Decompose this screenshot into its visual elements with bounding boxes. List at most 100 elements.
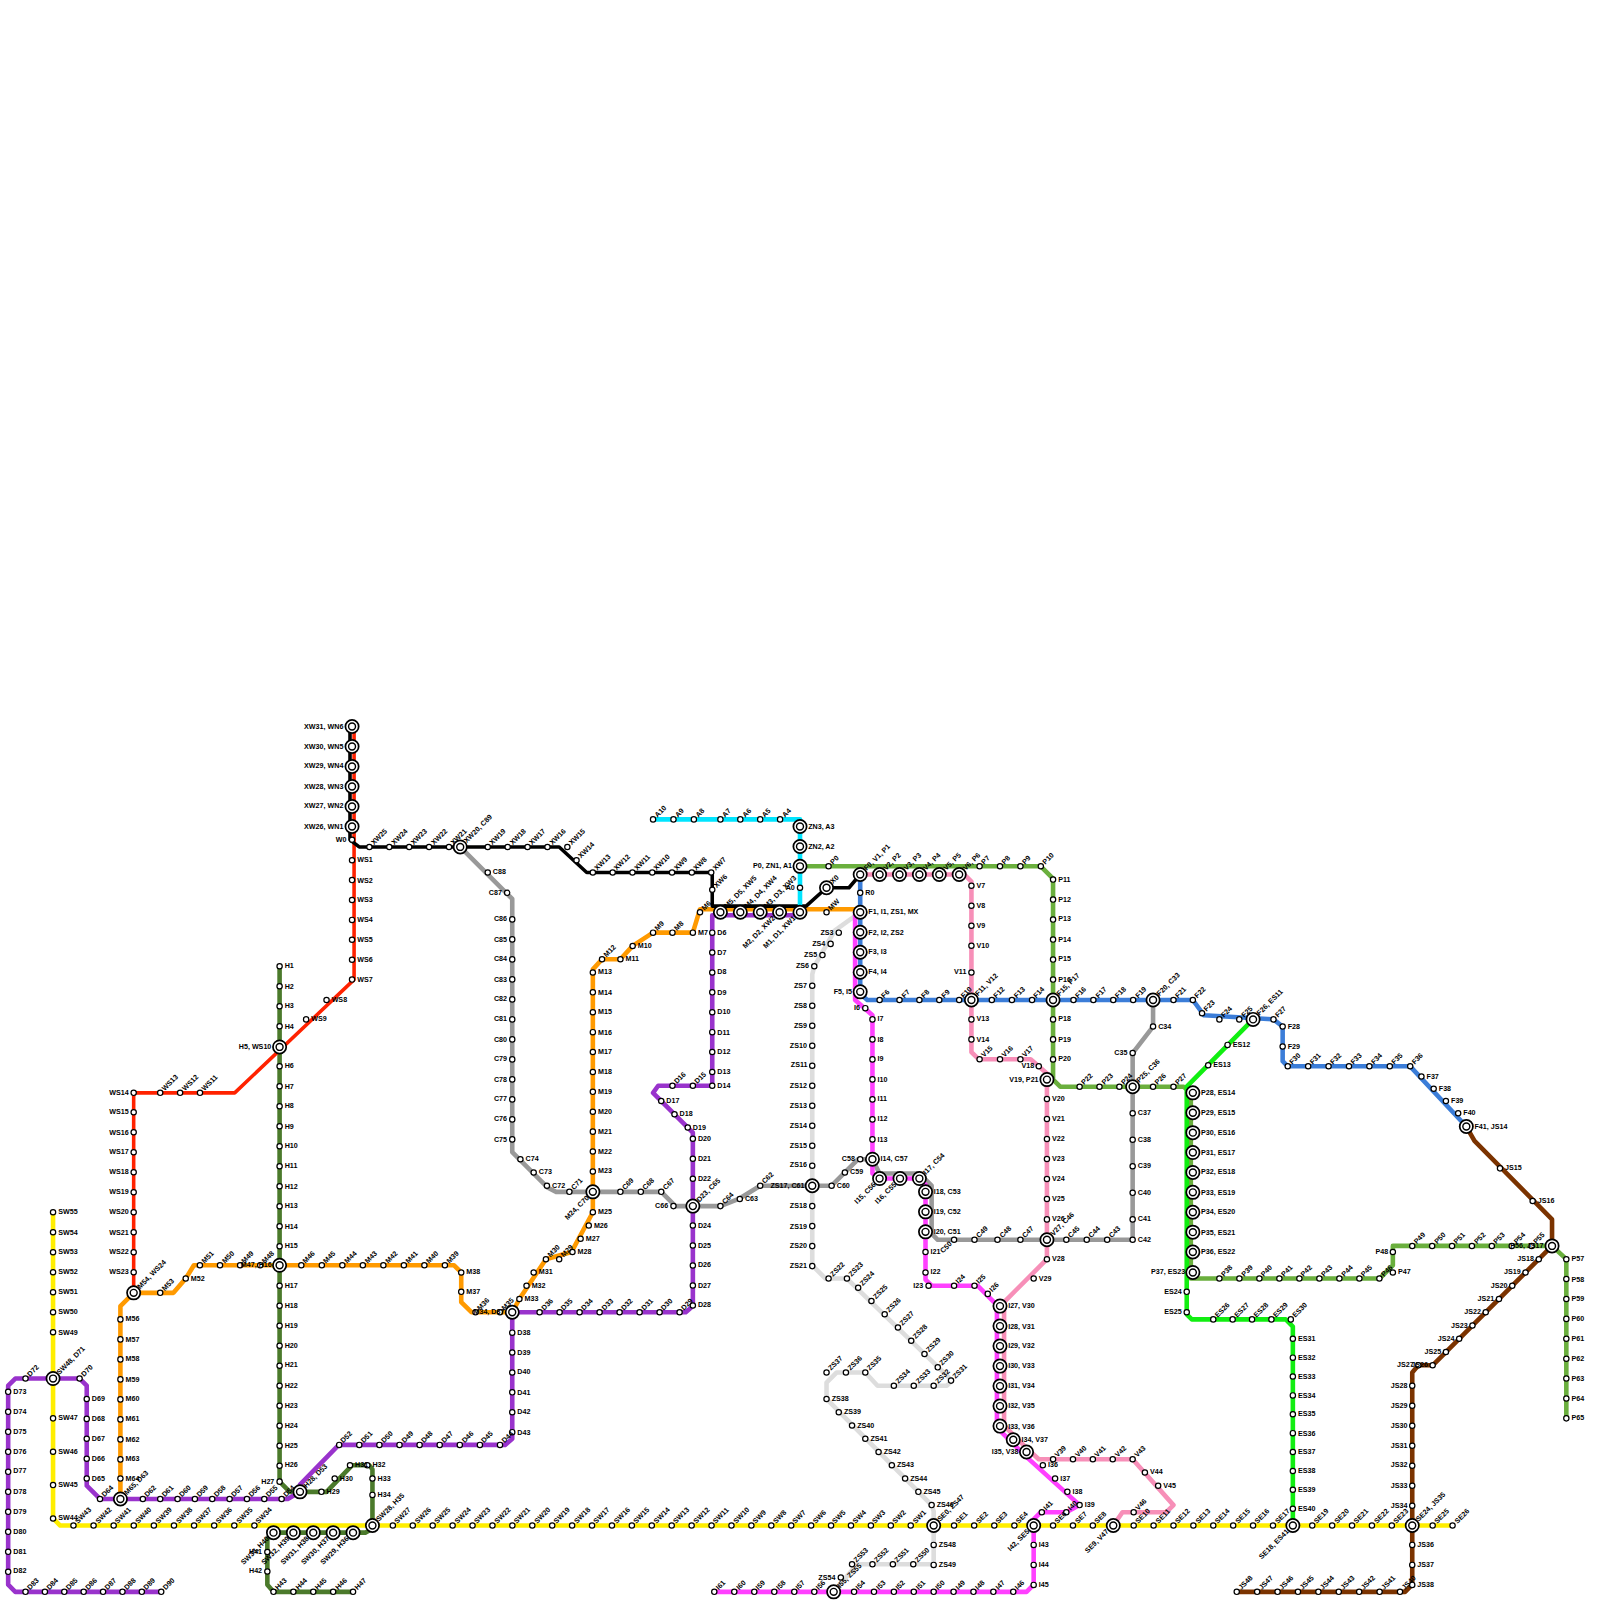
station-marker: [777, 817, 782, 822]
station-marker: [1131, 1523, 1136, 1528]
station-marker: [277, 1283, 282, 1288]
station-marker: [369, 1522, 376, 1529]
station-label: H17: [285, 1282, 298, 1290]
station-marker: [690, 1243, 695, 1248]
station-label: SW12: [692, 1506, 712, 1526]
station-marker: [1230, 1317, 1235, 1322]
station-marker: [131, 1250, 136, 1255]
station-label: D11: [717, 1028, 730, 1036]
station-marker: [810, 1023, 815, 1028]
station-label: F14: [1032, 985, 1046, 999]
station-marker: [1231, 1523, 1236, 1528]
station-marker: [1564, 1296, 1569, 1301]
station-marker: [1044, 1096, 1049, 1101]
station-marker: [1050, 897, 1055, 902]
station-marker: [311, 1589, 316, 1594]
station-marker: [510, 1137, 515, 1142]
station-marker: [935, 1365, 940, 1370]
station-label: M45: [322, 1250, 338, 1266]
station-marker: [50, 1516, 55, 1521]
station-label: ZS41: [870, 1435, 887, 1443]
station-label: SE13: [1194, 1507, 1212, 1525]
station-label: SW6: [811, 1509, 828, 1526]
station-marker: [84, 1396, 89, 1401]
station-label: F22: [1193, 985, 1207, 999]
station-label: F4, I4: [868, 968, 886, 976]
station-label: SW22: [493, 1506, 513, 1526]
station-label: P61: [1571, 1335, 1584, 1343]
station-marker: [630, 943, 635, 948]
station-marker: [1050, 957, 1055, 962]
station-marker: [590, 870, 595, 875]
station-label: C74: [526, 1155, 539, 1163]
station-label: H15: [285, 1242, 298, 1250]
station-label: I6: [854, 1004, 860, 1012]
station-marker: [808, 1523, 813, 1528]
station-label: D40: [517, 1368, 530, 1376]
station-marker: [340, 1263, 345, 1268]
station-marker: [710, 950, 715, 955]
station-marker: [50, 1290, 55, 1295]
station-label: WS2: [357, 876, 372, 884]
station-label: WS16: [109, 1128, 128, 1136]
station-marker: [422, 1263, 427, 1268]
station-marker: [1011, 1589, 1016, 1594]
station-marker: [1186, 1126, 1199, 1139]
station-marker: [118, 1457, 123, 1462]
route-line: [8, 915, 800, 1592]
station-marker: [769, 1523, 774, 1528]
station-marker: [346, 1526, 359, 1539]
station-label: D49: [400, 1430, 415, 1445]
station-marker: [710, 1010, 715, 1015]
station-label: XW25: [370, 827, 390, 847]
station-label: SW4: [851, 1509, 868, 1526]
station-label: ZS28: [911, 1323, 929, 1341]
station-marker: [277, 1479, 282, 1484]
station-marker: [277, 1024, 282, 1029]
station-marker: [969, 1017, 974, 1022]
station-marker: [797, 843, 804, 850]
station-label: ZS8: [794, 1002, 807, 1010]
station-label: SW23: [473, 1506, 493, 1526]
station-marker: [505, 844, 510, 849]
station-label: P57: [1571, 1255, 1584, 1263]
station-label: P13: [1058, 915, 1071, 923]
station-label: JS48: [1237, 1574, 1255, 1592]
station-label: P50: [1432, 1231, 1447, 1246]
station-marker: [1171, 1084, 1176, 1089]
station-marker: [510, 977, 515, 982]
station-label: C73: [539, 1168, 552, 1176]
station-marker: [590, 1169, 595, 1174]
station-marker: [806, 1179, 819, 1192]
station-marker: [1431, 1086, 1436, 1091]
station-label: D75: [13, 1428, 26, 1436]
station-marker: [972, 1237, 977, 1242]
station-label: H22: [285, 1382, 298, 1390]
station-label: ZS50: [913, 1546, 931, 1564]
station-marker: [370, 1492, 375, 1497]
station-marker: [989, 997, 994, 1002]
station-marker: [531, 1270, 536, 1275]
station-label: F17: [1094, 985, 1108, 999]
station-label: ZS48: [939, 1541, 956, 1549]
station-marker: [812, 1589, 817, 1594]
station-label: V44: [1150, 1468, 1163, 1476]
station-marker: [1020, 1445, 1033, 1458]
station-label: WS12: [180, 1073, 200, 1093]
station-marker: [565, 844, 570, 849]
station-label: C63: [745, 1195, 758, 1203]
station-marker: [936, 871, 943, 878]
station-label: XW15: [568, 827, 588, 847]
station-label: M7: [698, 929, 708, 937]
station-marker: [1410, 1463, 1415, 1468]
station-label: D20: [698, 1135, 711, 1143]
station-marker: [854, 926, 867, 939]
station-label: C81: [494, 1015, 507, 1023]
station-marker: [84, 1416, 89, 1421]
station-marker: [50, 1310, 55, 1315]
station-label: D74: [13, 1408, 26, 1416]
station-marker: [854, 985, 867, 998]
station-marker: [810, 1143, 815, 1148]
station-marker: [349, 957, 354, 962]
station-marker: [518, 1157, 523, 1162]
